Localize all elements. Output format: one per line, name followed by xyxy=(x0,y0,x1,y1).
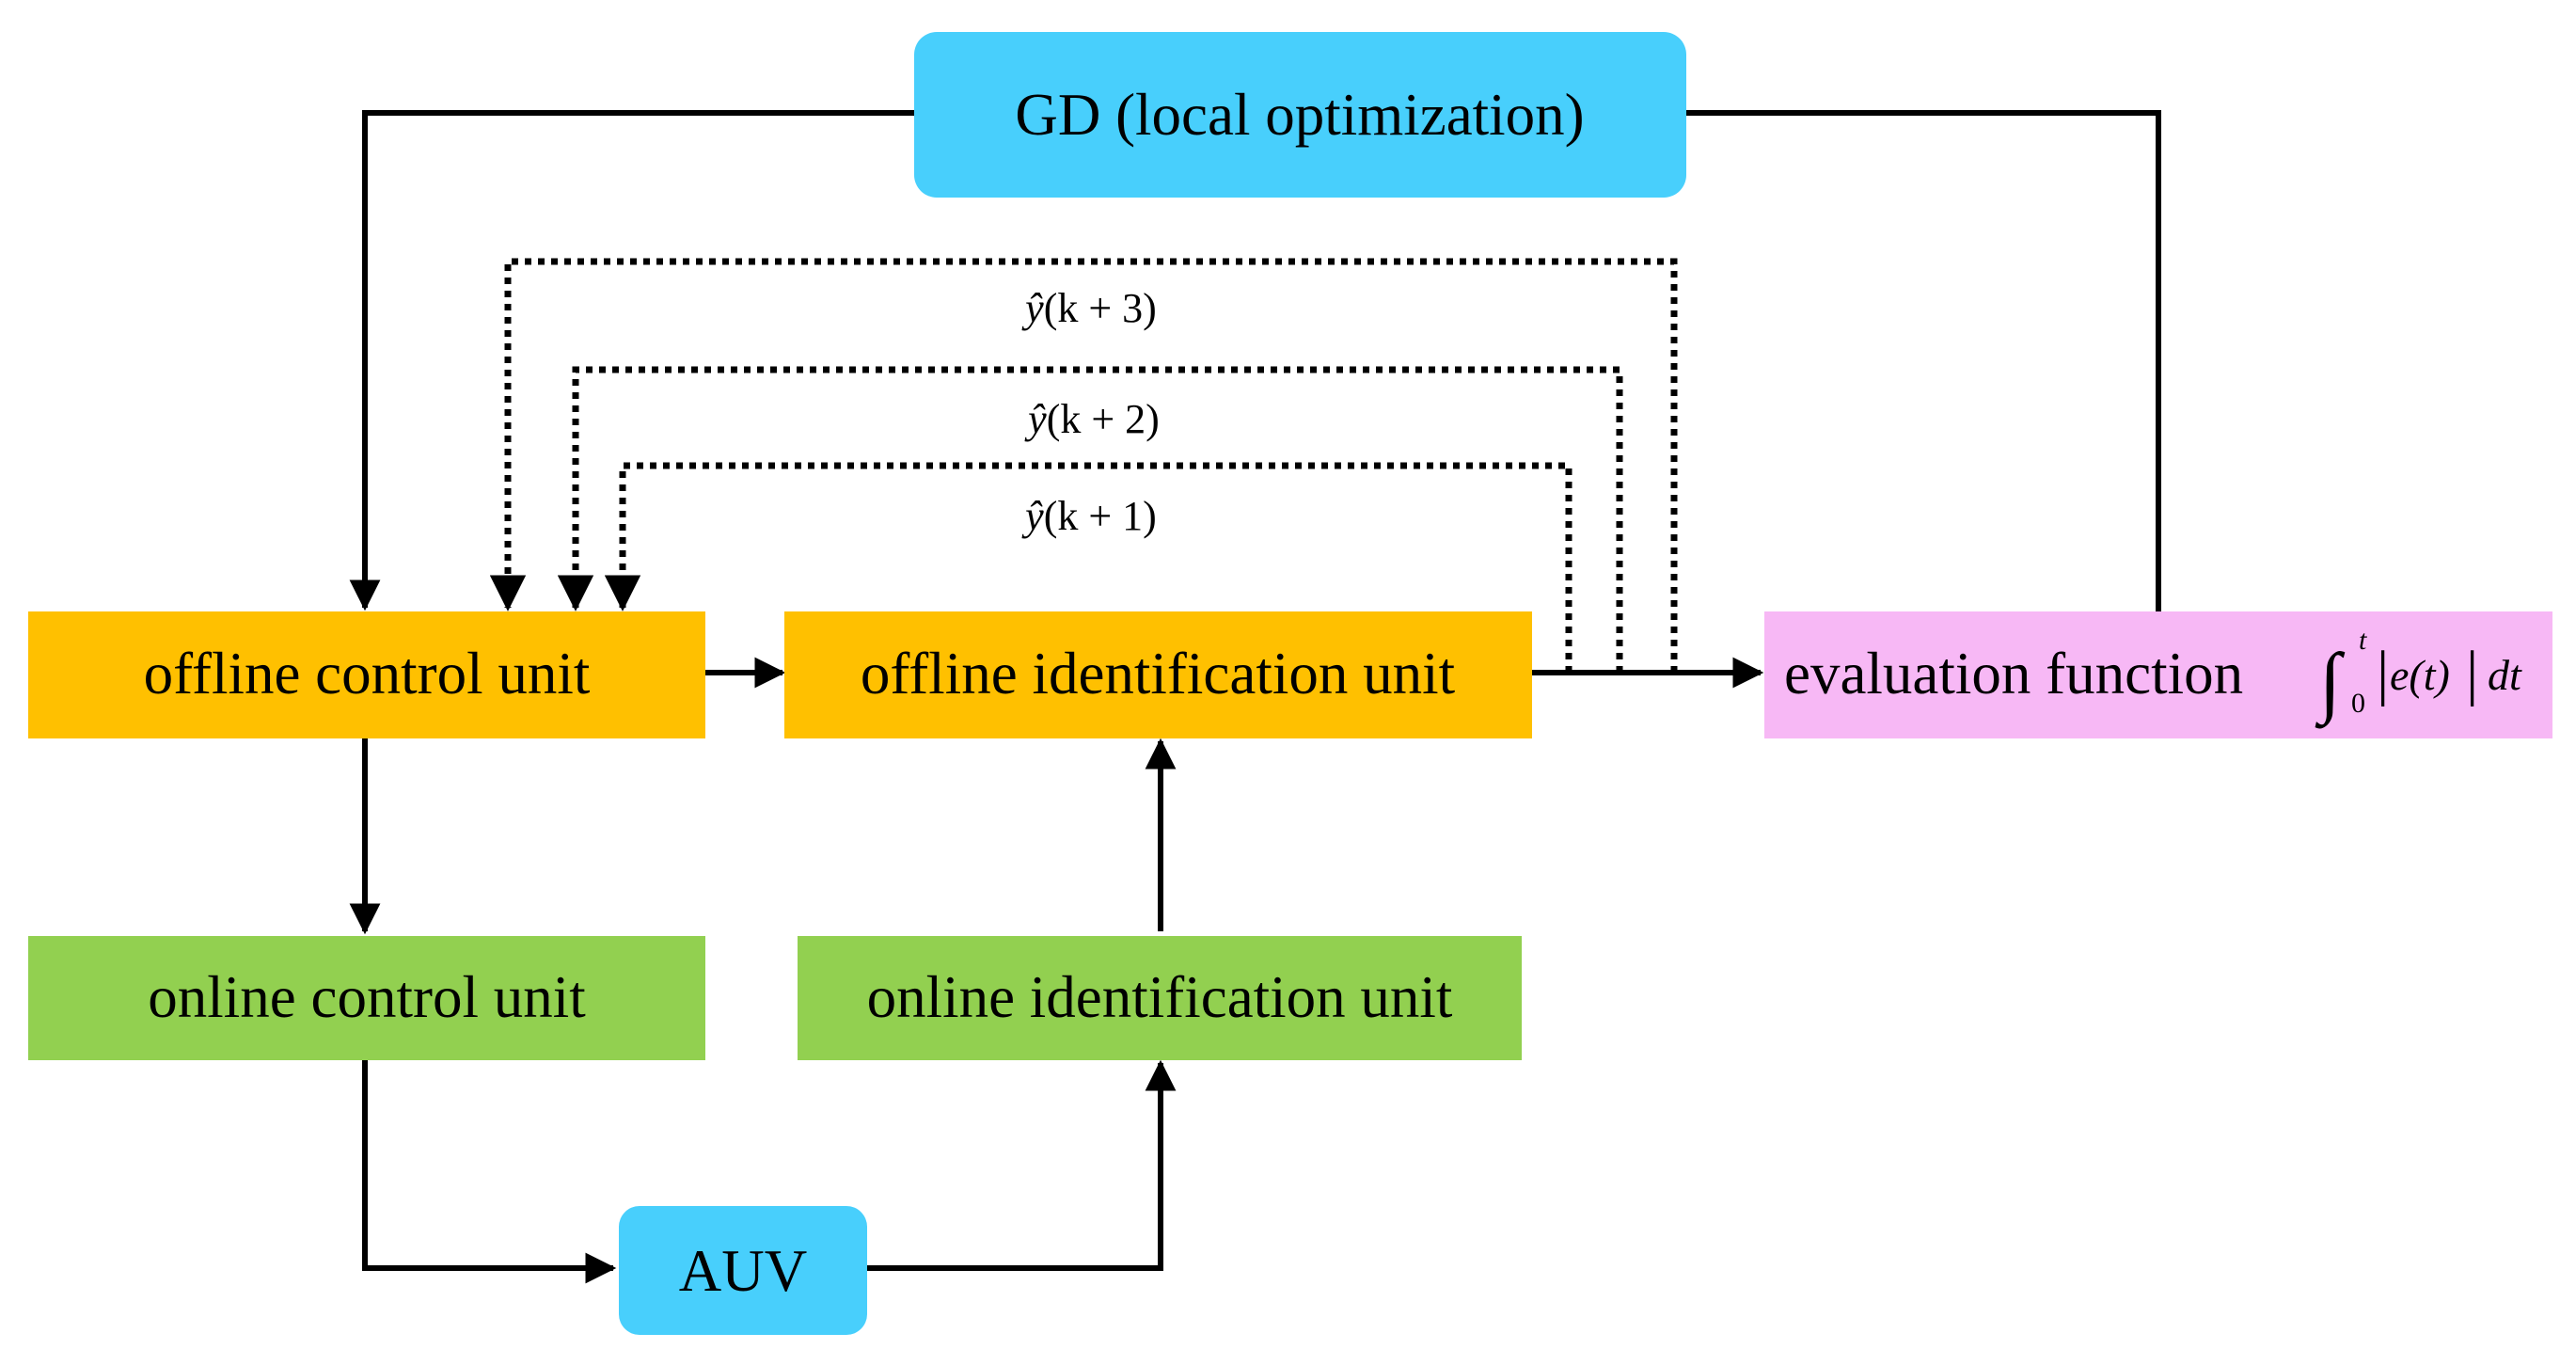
node-gd-label: GD (local optimization) xyxy=(1015,82,1584,148)
formula-lower-limit: 0 xyxy=(2351,688,2365,719)
edge-online-control-to-auv xyxy=(362,1060,617,1284)
node-evaluation-box xyxy=(1764,611,2552,738)
edge-auv-to-online-identification xyxy=(867,1059,1177,1271)
feedback-label-k1: ŷ(k + 1) xyxy=(1021,493,1157,539)
formula-abs-open: | xyxy=(2377,639,2389,707)
node-offline-control-box xyxy=(28,611,705,738)
node-evaluation-label: evaluation function xyxy=(1784,641,2243,706)
feedback-label-k2: ŷ(k + 2) xyxy=(1024,396,1160,442)
node-online-identification-label: online identification unit xyxy=(867,964,1453,1030)
edge-gd-to-offline-control xyxy=(349,110,914,611)
node-offline-identification-box xyxy=(784,611,1532,738)
formula-upper-limit: t xyxy=(2359,625,2367,656)
feedback-label-k3: ŷ(k + 3) xyxy=(1021,285,1157,331)
formula-abs-close: | xyxy=(2466,639,2478,707)
node-online-identification-box xyxy=(798,936,1522,1060)
node-evaluation-function: evaluation function ∫ t 0 | e(t) | dt xyxy=(1764,611,2552,738)
edge-evaluation-to-gd xyxy=(1686,110,2161,611)
formula-differential: dt xyxy=(2488,651,2522,699)
node-auv-box xyxy=(619,1206,867,1335)
node-auv: AUV xyxy=(619,1206,867,1335)
node-online-control-label: online control unit xyxy=(148,964,586,1030)
node-offline-identification-label: offline identification unit xyxy=(861,641,1456,706)
node-online-control-box xyxy=(28,936,705,1060)
node-offline-identification-unit: offline identification unit xyxy=(784,611,1532,738)
node-gd-box xyxy=(914,32,1686,198)
node-offline-control-label: offline control unit xyxy=(144,641,591,706)
node-auv-label: AUV xyxy=(679,1238,808,1304)
formula-integrand: e(t) xyxy=(2390,651,2450,699)
node-online-identification-unit: online identification unit xyxy=(798,936,1522,1060)
formula-integral-sign: ∫ xyxy=(2315,638,2346,729)
node-online-control-unit: online control unit xyxy=(28,936,705,1060)
node-offline-control-unit: offline control unit xyxy=(28,611,705,738)
edge-prediction-k2 xyxy=(557,366,1623,673)
node-gd: GD (local optimization) xyxy=(914,32,1686,198)
edge-prediction-k3 xyxy=(489,258,1678,673)
